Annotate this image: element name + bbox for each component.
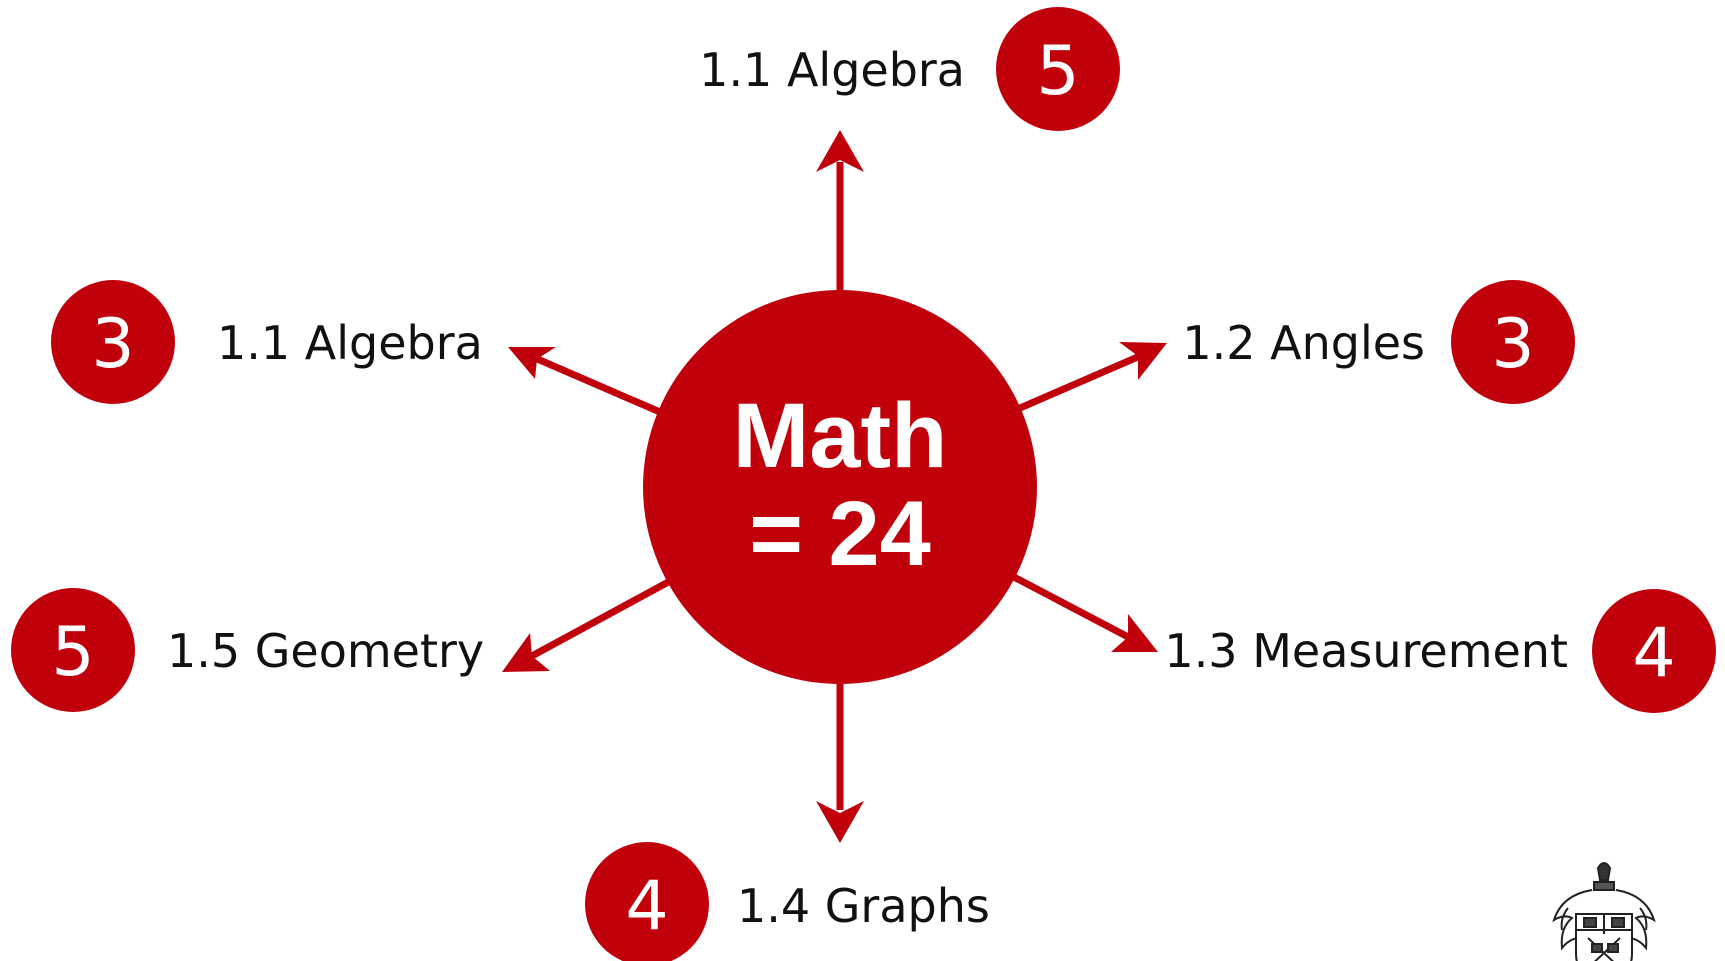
arrow-upper-right [1018,342,1167,412]
count-value: 3 [91,305,134,384]
count-value: 5 [51,613,94,692]
arrow-lower-left [502,576,674,672]
school-crest-icon [1552,862,1656,961]
topic-label: 1.1 Algebra [217,316,483,370]
topic-top: 1.1 Algebra 5 [699,7,1120,131]
count-badge [51,280,175,404]
topic-upper-right: 1.2 Angles 3 [1182,280,1575,404]
center-node: Math = 24 [643,290,1037,684]
arrow-top [816,130,864,292]
arrow-upper-left [508,347,662,416]
arrows [502,130,1167,843]
topic-lower-right: 1.3 Measurement 4 [1164,589,1716,713]
count-badge [11,588,135,712]
arrow-bottom [816,672,864,843]
count-value: 4 [625,867,668,946]
topic-label: 1.4 Graphs [737,879,990,933]
center-title: Math [733,385,948,487]
count-badge [585,842,709,961]
count-value: 4 [1632,614,1675,693]
topic-upper-left: 3 1.1 Algebra [51,280,483,404]
arrow-lower-right [1010,572,1158,652]
count-badge [1451,280,1575,404]
count-badge [996,7,1120,131]
topic-label: 1.2 Angles [1182,316,1425,370]
topic-bottom: 4 1.4 Graphs [585,842,990,961]
topic-label: 1.3 Measurement [1164,624,1568,678]
center-total: = 24 [749,483,931,585]
topic-label: 1.5 Geometry [167,624,484,678]
count-value: 3 [1491,305,1534,384]
count-value: 5 [1036,32,1079,111]
topic-label: 1.1 Algebra [699,43,965,97]
center-circle [643,290,1037,684]
topic-lower-left: 5 1.5 Geometry [11,588,484,712]
count-badge [1592,589,1716,713]
